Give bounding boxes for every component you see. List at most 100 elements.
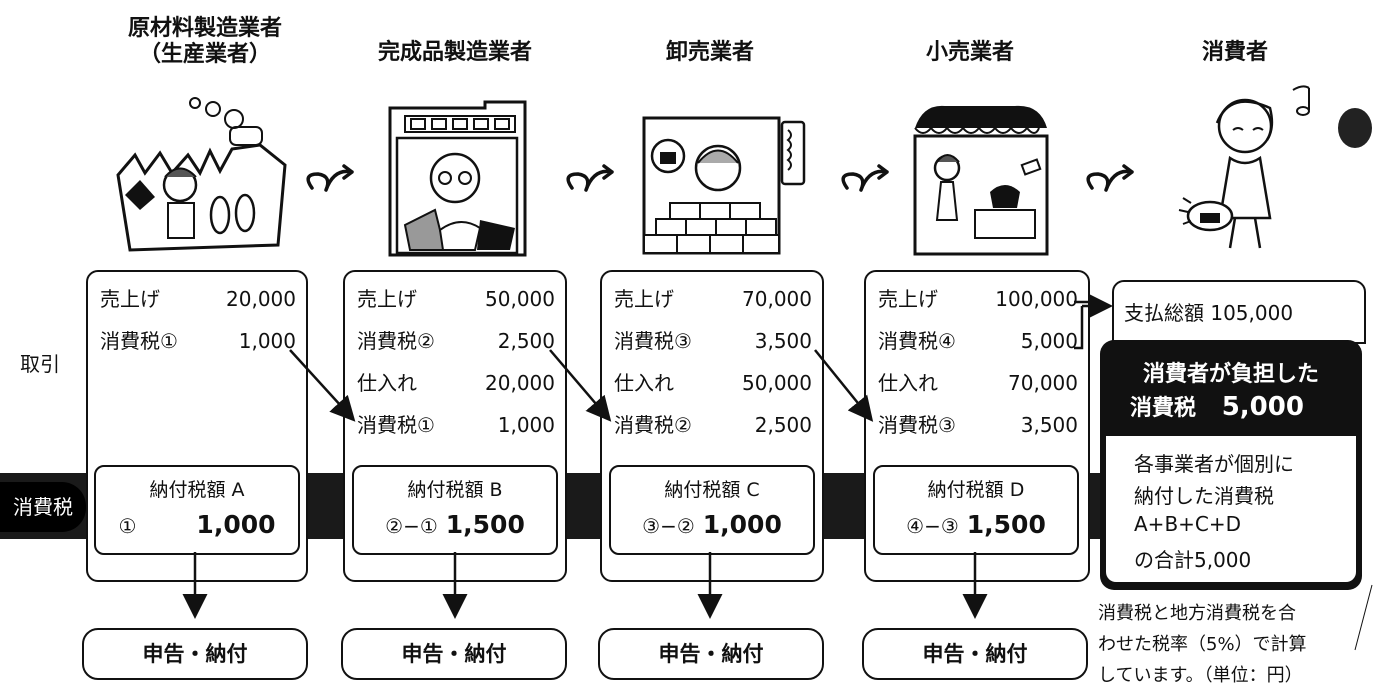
payment-amount: 1,000 [196, 510, 276, 539]
consumer-total-value: 105,000 [1210, 301, 1294, 325]
row-value: 100,000 [995, 287, 1078, 311]
transaction-row: 消費税① 1,000 [357, 412, 555, 438]
stage-title-raw-material: 原材料製造業者 （生産業者） [100, 16, 310, 68]
consumer-total-box: 支払総額 105,000 [1112, 280, 1366, 344]
row-label: 売上げ [614, 287, 674, 311]
transaction-row: 仕入れ 50,000 [614, 370, 812, 396]
row-label: 消費税③ [878, 413, 956, 437]
payment-formula: ④−③ [906, 514, 959, 538]
payment-title: 納付税額 A [149, 479, 245, 501]
burden-line2: 消費税 5,000 [1130, 390, 1304, 422]
payment-amount-line: ① 1,000 [96, 509, 298, 541]
stage-title-consumer: 消費者 [1160, 40, 1310, 66]
stage-title-line1: 完成品製造業者 [377, 40, 532, 65]
consumer-illustration [1178, 85, 1310, 249]
factory-illustration [116, 97, 287, 252]
stage-title-line2: （生産業者） [138, 42, 271, 67]
transaction-row: 消費税① 1,000 [100, 328, 296, 354]
footnote-line: 消費税と地方消費税を合 [1098, 603, 1296, 624]
row-label: 消費税② [357, 329, 435, 353]
individual-line: 納付した消費税 [1134, 484, 1274, 508]
payment-title: 納付税額 C [664, 479, 760, 501]
payment-formula: ① [118, 514, 137, 538]
payment-amount: 1,000 [702, 510, 782, 539]
transaction-row: 消費税② 2,500 [357, 328, 555, 354]
stage-title-finished-goods: 完成品製造業者 [350, 40, 560, 66]
tax-payment-box-b: 納付税額 B ②−① 1,500 [352, 465, 558, 555]
wholesaler-illustration [642, 116, 806, 255]
payment-formula: ③−② [642, 514, 695, 538]
report-box-a: 申告・納付 [82, 628, 308, 680]
individual-line: 各事業者が個別に [1134, 452, 1294, 476]
transaction-row: 消費税④ 5,000 [878, 328, 1078, 354]
consumer-tax-summary-box: 消費者が負担した 消費税 5,000 各事業者が個別に 納付した消費税 A+B+… [1100, 340, 1362, 590]
flow-arrow-icon [1086, 164, 1134, 192]
individual-line: A+B+C+D [1134, 512, 1242, 536]
payment-title: 納付税額 B [407, 479, 503, 501]
row-label: 消費税③ [614, 329, 692, 353]
row-value: 1,000 [238, 329, 296, 353]
row-value: 70,000 [1008, 371, 1078, 395]
payment-amount-line: ④−③ 1,500 [875, 509, 1077, 541]
row-label: 売上げ [100, 287, 160, 311]
row-value: 2,500 [754, 413, 812, 437]
row-label: 仕入れ [614, 371, 674, 395]
decorative-circle-icon [1338, 108, 1372, 148]
burden-line1: 消費者が負担した [1142, 362, 1319, 387]
payment-amount: 1,500 [445, 510, 525, 539]
row-label: 売上げ [878, 287, 938, 311]
burden-amount: 5,000 [1221, 392, 1304, 422]
workshop-illustration [388, 100, 527, 257]
stage-title-line1: 卸売業者 [665, 40, 754, 65]
payment-amount: 1,500 [966, 510, 1046, 539]
transaction-row: 仕入れ 70,000 [878, 370, 1078, 396]
stage-title-line1: 原材料製造業者 [127, 16, 282, 41]
row-value: 3,500 [754, 329, 812, 353]
tax-payment-box-c: 納付税額 C ③−② 1,000 [609, 465, 815, 555]
transaction-row: 消費税③ 3,500 [878, 412, 1078, 438]
row-label: 消費税④ [878, 329, 956, 353]
row-label: 仕入れ [357, 371, 417, 395]
flow-arrow-icon [306, 164, 354, 192]
burden-label: 消費税 [1130, 396, 1197, 421]
transaction-label: 取引 [20, 352, 60, 376]
footnote-line: わせた税率（5%）で計算 [1098, 634, 1307, 655]
row-value: 50,000 [742, 371, 812, 395]
row-value: 3,500 [1020, 413, 1078, 437]
footnote: 消費税と地方消費税を合 わせた税率（5%）で計算 しています。（単位：円） [1098, 598, 1307, 691]
individual-paid-box: 各事業者が個別に 納付した消費税 A+B+C+D の合計5,000 [1106, 436, 1356, 582]
row-value: 1,000 [497, 413, 555, 437]
transaction-row: 仕入れ 20,000 [357, 370, 555, 396]
row-value: 2,500 [497, 329, 555, 353]
transaction-row: 売上げ 20,000 [100, 286, 296, 312]
row-value: 50,000 [485, 287, 555, 311]
transaction-row: 消費税② 2,500 [614, 412, 812, 438]
stage-title-retailer: 小売業者 [880, 40, 1060, 66]
tax-payment-box-d: 納付税額 D ④−③ 1,500 [873, 465, 1079, 555]
row-label: 仕入れ [878, 371, 938, 395]
row-value: 5,000 [1020, 329, 1078, 353]
payment-formula: ②−① [385, 514, 438, 538]
transaction-row: 売上げ 100,000 [878, 286, 1078, 312]
stage-title-line1: 小売業者 [925, 40, 1014, 65]
transaction-row: 消費税③ 3,500 [614, 328, 812, 354]
row-value: 20,000 [485, 371, 555, 395]
tax-payment-box-a: 納付税額 A ① 1,000 [94, 465, 300, 555]
row-label: 消費税① [100, 329, 178, 353]
consumer-total-label: 支払総額 [1124, 301, 1204, 325]
flow-arrow-icon [841, 164, 889, 192]
retail-shop-illustration [913, 105, 1049, 256]
consumer-total-line: 支払総額 105,000 [1124, 297, 1293, 326]
row-label: 消費税② [614, 413, 692, 437]
payment-title: 納付税額 D [927, 479, 1025, 501]
stage-title-wholesaler: 卸売業者 [610, 40, 810, 66]
flow-arrow-icon [566, 164, 614, 192]
row-label: 売上げ [357, 287, 417, 311]
row-value: 70,000 [742, 287, 812, 311]
row-label: 消費税① [357, 413, 435, 437]
payment-amount-line: ②−① 1,500 [354, 509, 556, 541]
transaction-row: 売上げ 70,000 [614, 286, 812, 312]
report-box-b: 申告・納付 [341, 628, 567, 680]
tax-label: 消費税 [0, 482, 86, 532]
